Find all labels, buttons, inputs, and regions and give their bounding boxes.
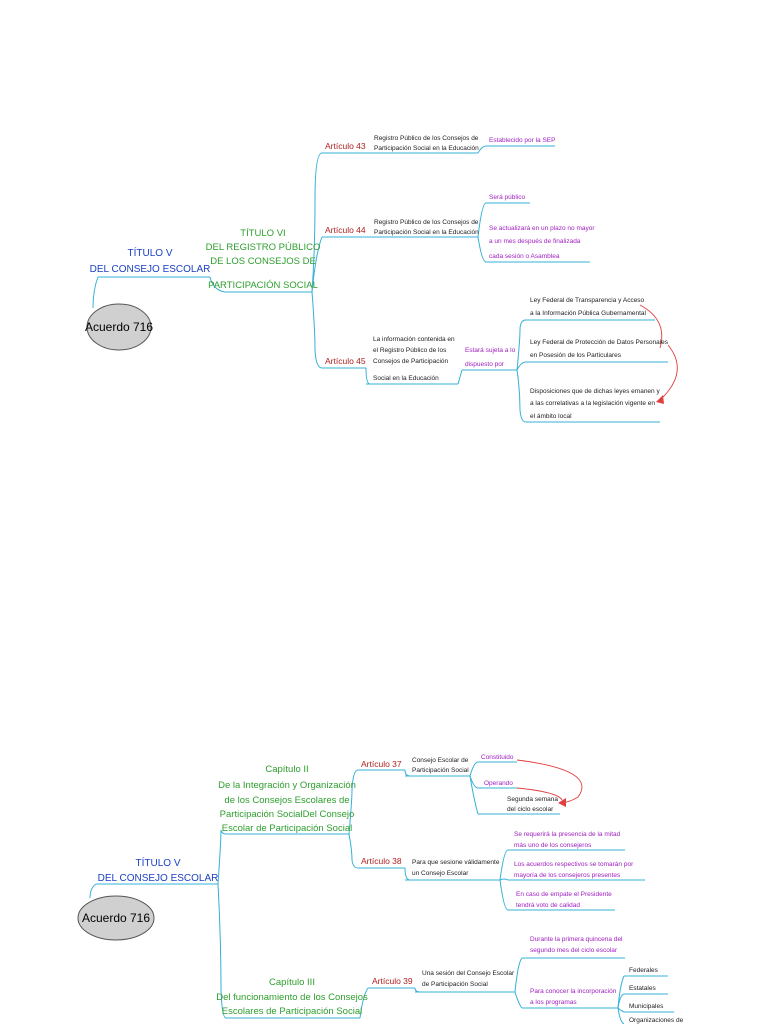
leaf-text: a los programas: [530, 999, 577, 1006]
article-text: el Registro Público de los: [373, 347, 447, 354]
leaf-text: Para conocer la incorporación: [530, 988, 617, 995]
article-text: Participación Social: [412, 767, 469, 774]
chapter-line: De la Integración y Organización: [218, 780, 356, 791]
leaf-text: más uno de los consejeros: [514, 842, 592, 849]
leaf-text: cada sesión o Asamblea: [489, 253, 560, 260]
article-text: Para que sesione válidamente: [412, 859, 500, 866]
mind-map-2: Acuerdo 716 TÍTULO V DEL CONSEJO ESCOLAR…: [77, 754, 684, 1024]
leaf-text: Se actualizará en un plazo no mayor: [489, 225, 595, 232]
root-node: [77, 895, 155, 941]
title-line: TÍTULO V: [127, 246, 172, 259]
program-item: Estatales: [629, 985, 656, 992]
leaf-text: Operando: [484, 780, 513, 787]
program-item: Federales: [629, 967, 659, 974]
article-text: Una sesión del Consejo Escolar: [422, 970, 515, 977]
leaf-text: a la Información Pública Gubernamental: [530, 310, 647, 317]
article-text: un Consejo Escolar: [412, 870, 469, 877]
leaf-text: Constituido: [481, 754, 514, 761]
leaf-text: en Posesión de los Particulares: [530, 352, 622, 359]
leaf-text: Será público: [489, 194, 526, 201]
program-item: Municipales: [629, 1003, 664, 1010]
leaf-text: a un mes después de finalizada: [489, 238, 581, 245]
leaf-text: Los acuerdos respectivos se tomarán por: [514, 861, 634, 868]
chapter-line: TÍTULO VI: [240, 228, 285, 239]
article-label: Artículo 43: [325, 141, 366, 151]
leaf-text: Disposiciones que de dichas leyes emanen…: [530, 388, 660, 395]
chapter-line: Capítulo II: [265, 764, 308, 775]
chapter-line: de los Consejos Escolares de: [224, 795, 349, 806]
article-label: Artículo 37: [361, 759, 402, 769]
title-line: DEL CONSEJO ESCOLAR: [90, 264, 211, 275]
root-label: Acuerdo 716: [85, 320, 153, 334]
chapter-line: Participación SocialDel Consejo: [220, 809, 355, 820]
leaf-text: Establecido por la SEP: [489, 137, 555, 144]
article-label: Artículo 45: [325, 356, 366, 366]
chapter-line: Escolar de Participación Social: [222, 823, 352, 834]
chapter-line: Escolares de Participación Social: [222, 1006, 362, 1017]
leaf-text: En caso de empate el Presidente: [516, 891, 612, 898]
article-text: de Participación Social: [422, 981, 488, 988]
root-label: Acuerdo 716: [82, 911, 150, 925]
article-text: Participación Social en la Educación: [374, 229, 479, 236]
leaf-text: Durante la primera quincena del: [530, 936, 623, 943]
leaf-text: el ámbito local: [530, 413, 572, 420]
leaf-text: segundo mes del ciclo escolar: [530, 947, 618, 954]
chapter-line: PARTICIPACIÓN SOCIAL: [208, 280, 318, 291]
title-line: TÍTULO V: [135, 856, 180, 869]
chapter-line: Del funcionamiento de los Consejos: [216, 992, 368, 1003]
leaf-text: Se requerirá la presencia de la mitad: [514, 831, 621, 838]
target-text: Segunda semana: [507, 796, 558, 803]
article-label: Artículo 38: [361, 856, 402, 866]
chapter-line: DE LOS CONSEJOS DE: [210, 256, 316, 267]
article-text: Registro Público de los Consejos de: [374, 135, 479, 142]
article-text: Consejos de Participación: [373, 358, 449, 365]
program-item: Organizaciones de: [629, 1017, 684, 1024]
article-text: Participación Social en la Educación: [374, 145, 479, 152]
sub-text: dispuesto por: [465, 361, 505, 368]
leaf-text: Ley Federal de Transparencia y Acceso: [530, 297, 645, 304]
leaf-text: tendrá voto de calidad: [516, 902, 580, 909]
article-text: Registro Público de los Consejos de: [374, 219, 479, 226]
article-text: La información contenida en: [373, 336, 455, 343]
leaf-text: Ley Federal de Protección de Datos Perso…: [530, 339, 669, 346]
article-text: Social en la Educación: [373, 375, 439, 382]
leaf-text: mayoría de los consejeros presentes: [514, 872, 621, 879]
article-label: Artículo 39: [372, 976, 413, 986]
chapter-line: Capítulo III: [269, 977, 315, 988]
target-text: del ciclo escolar: [507, 806, 554, 813]
chapter-line: DEL REGISTRO PÚBLICO: [206, 242, 321, 253]
article-label: Artículo 44: [325, 225, 366, 235]
title-line: DEL CONSEJO ESCOLAR: [98, 873, 219, 884]
root-node: [86, 303, 152, 351]
leaf-text: a las correlativas a la legislación vige…: [530, 400, 655, 407]
sub-text: Estará sujeta a lo: [465, 347, 516, 354]
mind-map-1: Acuerdo 716 TÍTULO V DEL CONSEJO ESCOLAR…: [85, 135, 678, 423]
article-text: Consejo Escolar de: [412, 757, 469, 764]
